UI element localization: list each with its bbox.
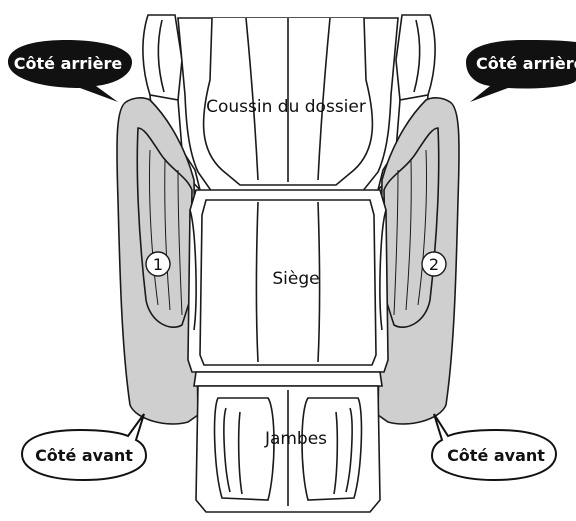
rear-side-right-text: Côté arrière bbox=[476, 54, 576, 73]
seat-label: Siège bbox=[272, 269, 319, 289]
rear-side-bubble-left: Côté arrière bbox=[8, 40, 132, 102]
right-armrest bbox=[378, 98, 459, 424]
marker-1: 1 bbox=[146, 252, 170, 276]
seat-front-bar bbox=[194, 372, 382, 386]
marker-2-number: 2 bbox=[429, 255, 439, 274]
marker-1-number: 1 bbox=[153, 255, 163, 274]
rear-side-bubble-right: Côté arrière bbox=[466, 40, 576, 102]
front-side-bubble-right: Côté avant bbox=[432, 414, 556, 480]
legs-label: Jambes bbox=[264, 429, 327, 449]
front-side-left-text: Côté avant bbox=[35, 446, 133, 465]
leg-rest bbox=[196, 386, 380, 512]
back-cushion-label: Coussin du dossier bbox=[206, 97, 366, 117]
front-side-right-text: Côté avant bbox=[447, 446, 545, 465]
rear-side-left-text: Côté arrière bbox=[14, 54, 123, 73]
marker-2: 2 bbox=[422, 252, 446, 276]
front-side-bubble-left: Côté avant bbox=[22, 414, 146, 480]
